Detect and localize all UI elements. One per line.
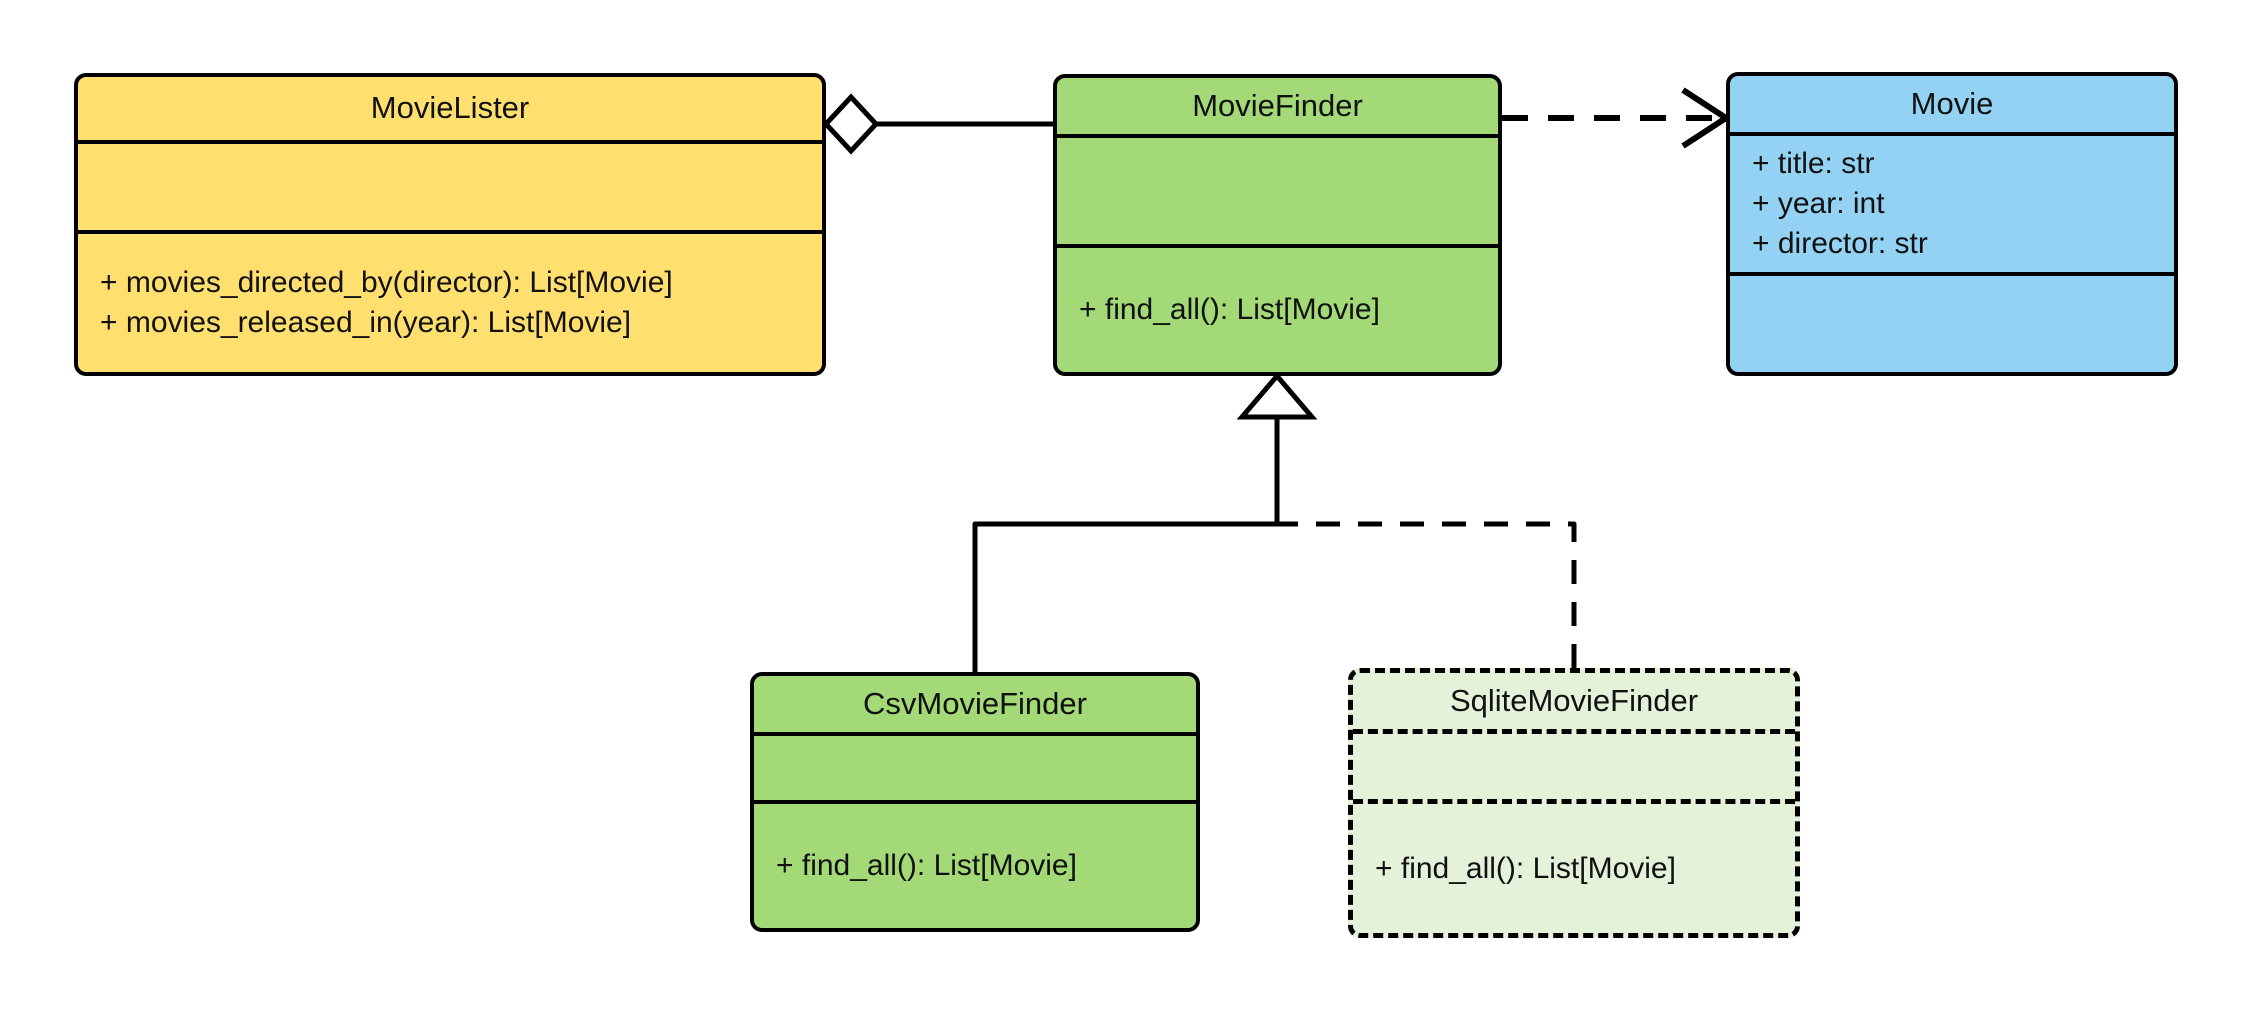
attribute-item: + title: str — [1752, 147, 1875, 181]
class-box-moviefinder[interactable]: MovieFinder + find_all(): List[Movie] — [1053, 74, 1502, 376]
class-attributes-compartment — [1353, 729, 1795, 799]
hollow-diamond-icon — [822, 93, 880, 155]
dependency-connector[interactable] — [1502, 87, 1732, 149]
attribute-item: + year: int — [1752, 187, 1885, 221]
class-title-compartment: CsvMovieFinder — [754, 676, 1196, 732]
class-name-csvmoviefinder: CsvMovieFinder — [863, 685, 1087, 721]
realization-connector-sqlite[interactable] — [1274, 415, 1577, 668]
operation-item: + movies_directed_by(director): List[Mov… — [100, 266, 673, 300]
operation-item: + movies_released_in(year): List[Movie] — [100, 306, 632, 339]
hollow-triangle-icon — [1236, 372, 1318, 420]
class-title-compartment: Movie — [1730, 76, 2174, 132]
generalization-line-csv — [972, 415, 1280, 672]
open-arrow-icon — [1681, 87, 1732, 149]
class-name-movie: Movie — [1910, 85, 1994, 121]
operation-item: + find_all(): List[Movie] — [1375, 851, 1676, 885]
class-name-moviefinder: MovieFinder — [1192, 87, 1363, 123]
class-box-movielister[interactable]: MovieLister + movies_directed_by(directo… — [74, 73, 826, 376]
realization-line-sqlite — [1274, 415, 1577, 668]
class-attributes-compartment: + title: str + year: int + director: str — [1730, 132, 2174, 272]
class-operations-compartment: + find_all(): List[Movie] — [754, 800, 1196, 928]
class-title-compartment: MovieLister — [78, 77, 822, 140]
class-box-csvmoviefinder[interactable]: CsvMovieFinder + find_all(): List[Movie] — [750, 672, 1200, 932]
class-attributes-compartment — [1057, 134, 1498, 244]
class-attributes-compartment — [754, 732, 1196, 800]
generalization-connector-csv[interactable] — [972, 415, 1280, 672]
aggregation-connector[interactable] — [822, 93, 1053, 155]
class-title-compartment: MovieFinder — [1057, 78, 1498, 134]
class-box-sqlitemoviefinder[interactable]: SqliteMovieFinder + find_all(): List[Mov… — [1348, 668, 1800, 938]
class-operations-compartment — [1730, 272, 2174, 372]
class-operations-compartment: + find_all(): List[Movie] — [1353, 799, 1795, 933]
class-title-compartment: SqliteMovieFinder — [1353, 673, 1795, 729]
class-name-movielister: MovieLister — [370, 90, 530, 126]
class-box-movie[interactable]: Movie + title: str + year: int + directo… — [1726, 72, 2178, 376]
class-operations-compartment: + movies_directed_by(director): List[Mov… — [78, 230, 822, 372]
operation-item: + find_all(): List[Movie] — [776, 849, 1077, 883]
operation-item: + find_all(): List[Movie] — [1079, 293, 1380, 327]
attribute-item: + director: str — [1752, 226, 1928, 260]
class-operations-compartment: + find_all(): List[Movie] — [1057, 244, 1498, 372]
class-name-sqlitemoviefinder: SqliteMovieFinder — [1449, 682, 1699, 718]
class-attributes-compartment — [78, 140, 822, 230]
